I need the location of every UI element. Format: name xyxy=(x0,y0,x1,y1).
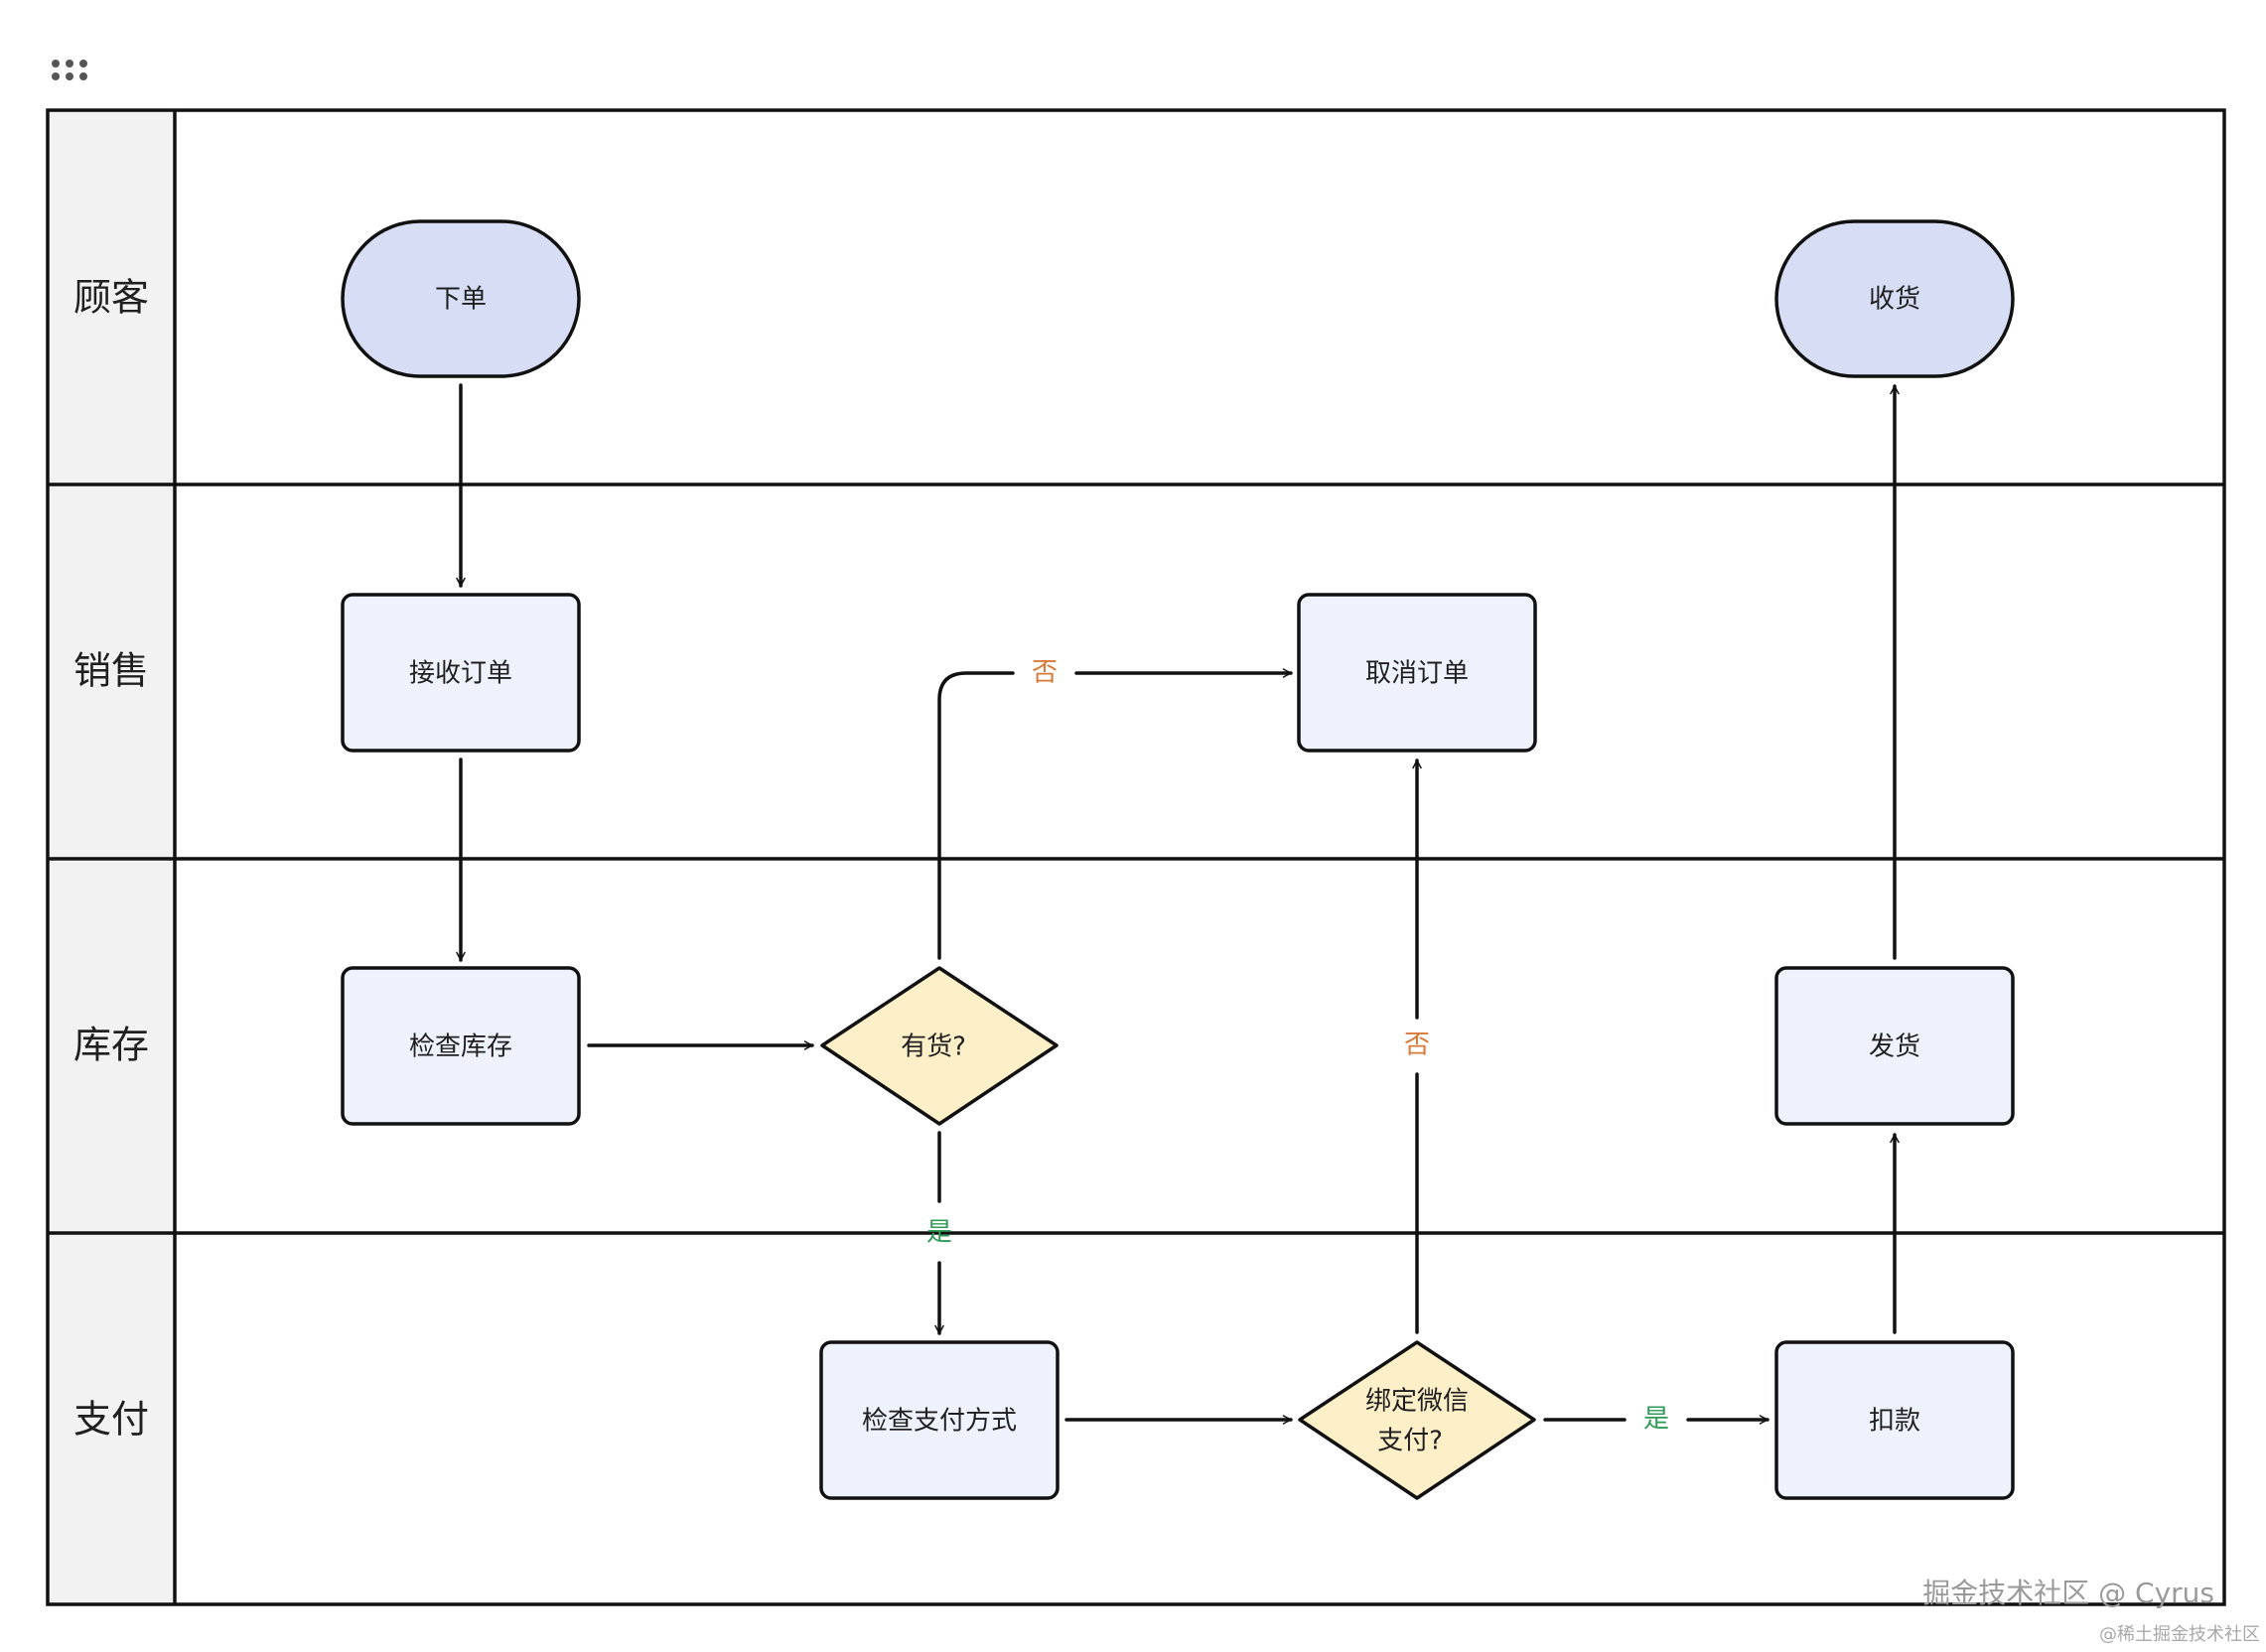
lane-label-customer: 顾客 xyxy=(73,276,149,320)
node-receive[interactable]: 收货 xyxy=(1774,219,2015,378)
node-deduct[interactable]: 扣款 xyxy=(1774,1340,2015,1500)
edge-in-stock-no-to-cancel-a xyxy=(937,671,1015,960)
node-ship[interactable]: 发货 xyxy=(1774,966,2015,1126)
node-wechat-label-line2: 支付? xyxy=(1377,1427,1443,1456)
node-wechat-label-line1: 绑定微信 xyxy=(1365,1387,1469,1417)
node-ship-label: 发货 xyxy=(1869,1032,1920,1062)
lane-label-payment: 支付 xyxy=(73,1398,149,1442)
edge-label-stock-no: 否 xyxy=(1032,658,1058,688)
node-wechat-decision[interactable]: 绑定微信 支付? xyxy=(1298,1340,1536,1500)
node-in-stock-label: 有货? xyxy=(901,1032,966,1062)
node-cancel-order-label: 取消订单 xyxy=(1365,659,1469,689)
edge-label-stock-yes: 是 xyxy=(926,1218,952,1248)
node-check-payment-label: 检查支付方式 xyxy=(862,1407,1017,1437)
node-accept-order-label: 接收订单 xyxy=(409,659,512,689)
node-accept-order[interactable]: 接收订单 xyxy=(341,593,581,753)
node-cancel-order[interactable]: 取消订单 xyxy=(1297,593,1537,753)
watermark-main: 掘金技术社区 @ Cyrus xyxy=(1922,1577,2214,1609)
watermark-sub: @稀土掘金技术社区 xyxy=(2099,1624,2260,1645)
node-check-payment[interactable]: 检查支付方式 xyxy=(819,1340,1060,1500)
lane-label-inventory: 库存 xyxy=(73,1024,149,1067)
node-check-stock-label: 检查库存 xyxy=(409,1032,512,1062)
node-order-label: 下单 xyxy=(435,285,487,315)
node-receive-label: 收货 xyxy=(1869,285,1920,315)
node-check-stock[interactable]: 检查库存 xyxy=(341,966,581,1126)
node-deduct-label: 扣款 xyxy=(1869,1407,1920,1437)
edge-label-wechat-yes: 是 xyxy=(1643,1405,1669,1435)
node-in-stock-decision[interactable]: 有货? xyxy=(820,966,1059,1126)
node-order[interactable]: 下单 xyxy=(341,219,581,378)
lane-label-sales: 销售 xyxy=(73,649,149,693)
edge-label-wechat-no: 否 xyxy=(1404,1031,1430,1060)
drag-handle-icon[interactable] xyxy=(52,60,87,80)
